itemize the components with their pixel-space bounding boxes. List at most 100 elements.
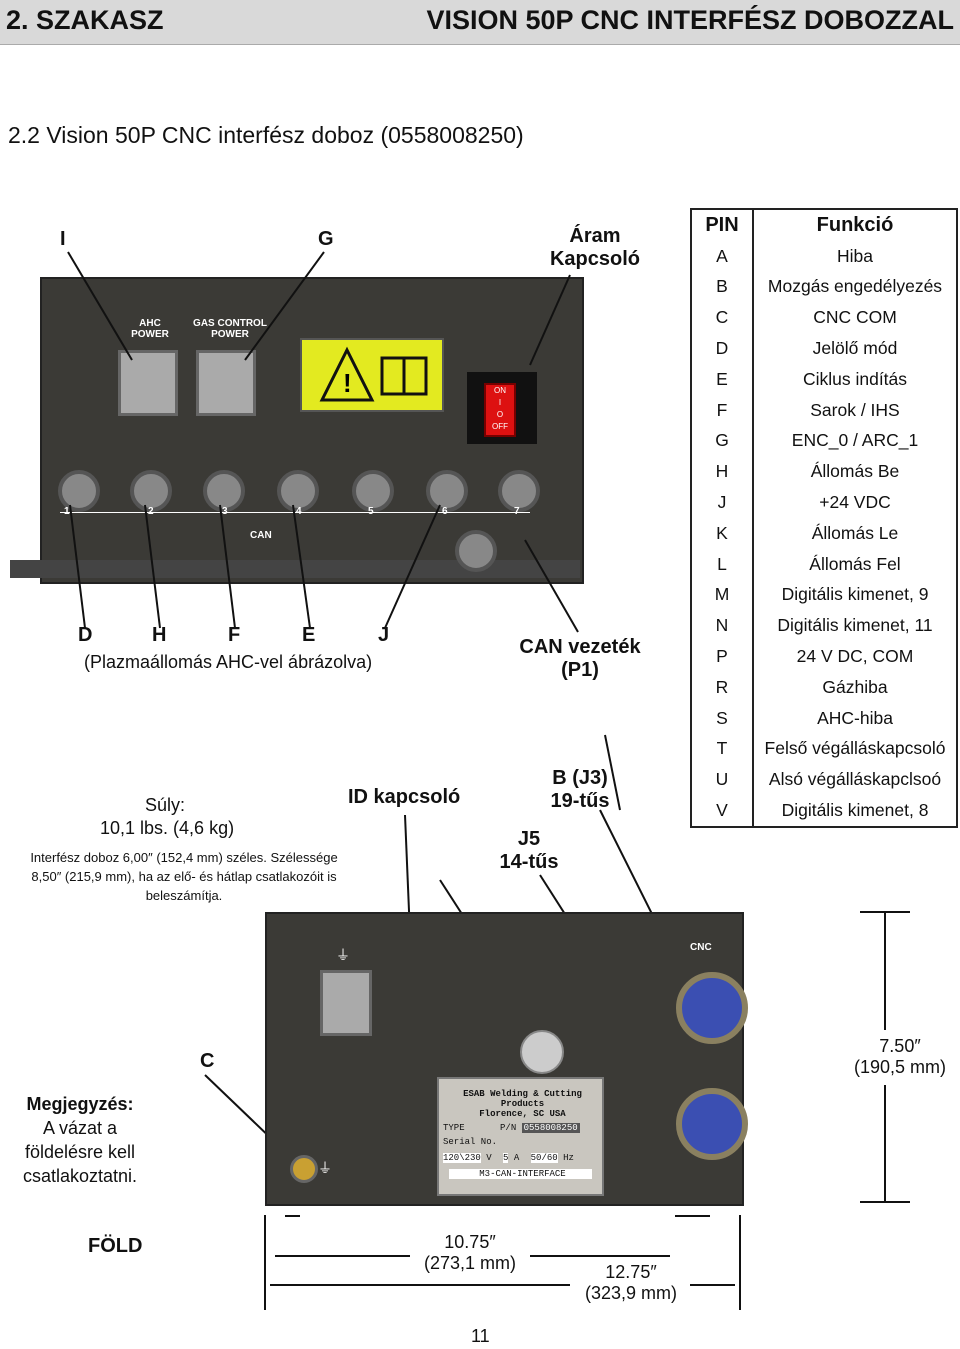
- gas-control-power-connector: [196, 350, 256, 416]
- function-cell: Sarok / IHS: [752, 394, 958, 426]
- pin-cell: S: [690, 702, 754, 734]
- label-d: D: [78, 624, 93, 646]
- plazma-caption: (Plazmaállomás AHC-vel ábrázolva): [84, 652, 373, 672]
- port-label: 6: [442, 506, 448, 517]
- nameplate-line2: Florence, SC USA: [479, 1109, 566, 1119]
- port-connector-can: [498, 470, 540, 512]
- can-label: CAN: [250, 530, 272, 541]
- port-connector: [426, 470, 468, 512]
- function-cell: Jelölő mód: [752, 333, 958, 364]
- pin-cell: M: [690, 579, 754, 611]
- function-cell: Felső végálláskapcsoló: [752, 733, 958, 765]
- cnc-connector-14pin: [676, 1088, 748, 1160]
- nameplate-pn-value: 0558008250: [521, 1123, 580, 1133]
- pin-cell: B: [690, 271, 754, 303]
- nameplate-type: TYPE: [443, 1123, 465, 1133]
- nameplate-a: A: [513, 1153, 520, 1163]
- pin-cell: L: [690, 548, 754, 580]
- nameplate-amps: 5: [503, 1153, 509, 1163]
- cnc-connector-19pin: [676, 972, 748, 1044]
- section-label: 2. SZAKASZ: [6, 5, 164, 35]
- label-id-kapcsolo: ID kapcsoló: [348, 786, 461, 808]
- port-label: 4: [296, 506, 302, 517]
- ground-note-line1: A vázat a: [42, 1118, 118, 1138]
- aram-line2: Kapcsoló: [549, 248, 641, 270]
- power-input-connector: [320, 970, 372, 1036]
- label-can-vezetek: CAN vezeték (P1): [519, 636, 641, 681]
- function-cell: Digitális kimenet, 9: [752, 579, 958, 611]
- function-cell: Mozgás engedélyezés: [752, 271, 958, 303]
- pin-cell: P: [690, 641, 754, 672]
- pin-cell: N: [690, 610, 754, 642]
- pin-cell: H: [690, 456, 754, 488]
- aram-line1: Áram: [569, 225, 621, 247]
- ground-stud: [290, 1155, 318, 1183]
- nameplate-model: M3-CAN-INTERFACE: [449, 1169, 592, 1179]
- pin-cell: A: [690, 240, 754, 272]
- function-cell: ENC_0 / ARC_1: [752, 425, 958, 457]
- pin-cell: K: [690, 517, 754, 549]
- label-h: H: [152, 624, 167, 646]
- table-row: J+24 VDC: [690, 487, 958, 518]
- ground-note-title: Megjegyzés:: [26, 1094, 134, 1114]
- port-label: 3: [222, 506, 228, 517]
- function-cell: Állomás Fel: [752, 548, 958, 580]
- label-c: C: [200, 1050, 215, 1072]
- nameplate-hz-unit: Hz: [563, 1153, 574, 1163]
- pin-cell: F: [690, 394, 754, 426]
- power-switch[interactable]: ON I O OFF: [484, 383, 516, 437]
- ahc-power-connector: [118, 350, 178, 416]
- page-title: VISION 50P CNC INTERFÉSZ DOBOZZAL: [426, 5, 954, 35]
- function-cell: Gázhiba: [752, 671, 958, 703]
- pin-cell: T: [690, 733, 754, 765]
- warning-sticker: !: [300, 338, 444, 412]
- subtitle: 2.2 Vision 50P CNC interfész doboz (0558…: [8, 122, 524, 148]
- pin-header: PIN: [690, 208, 754, 241]
- ground-note-line2: földelésre kell: [24, 1142, 136, 1162]
- ground-note: Megjegyzés: A vázat a földelésre kell cs…: [10, 1092, 150, 1188]
- label-aram-kapcsolo: Áram Kapcsoló: [540, 225, 650, 271]
- function-cell: Digitális kimenet, 8: [752, 795, 958, 828]
- label-j: J: [378, 624, 390, 646]
- port-connector: [58, 470, 100, 512]
- label-b-j3: B (J3) 19-tűs: [550, 767, 610, 812]
- port-label: 5: [368, 506, 374, 517]
- function-cell: Hiba: [752, 240, 958, 272]
- warning-manual-icon: !: [319, 346, 428, 402]
- pin-cell: J: [690, 487, 754, 518]
- port-label: 2: [148, 506, 154, 517]
- page-header: [0, 0, 960, 45]
- pin-cell: E: [690, 363, 754, 395]
- function-cell: Digitális kimenet, 11: [752, 610, 958, 642]
- dim-width: 10.75″(273,1 mm): [423, 1232, 517, 1273]
- label-j5: J5 14-tűs: [499, 828, 559, 873]
- dim-height: 7.50″(190,5 mm): [853, 1036, 947, 1077]
- pin-cell: G: [690, 425, 754, 457]
- cable-gland: [455, 530, 497, 572]
- id-switch: [520, 1030, 564, 1074]
- ground-symbol-icon: ⏚: [336, 947, 350, 963]
- pin-cell: V: [690, 795, 754, 828]
- function-cell: +24 VDC: [752, 487, 958, 518]
- label-g: G: [318, 228, 334, 250]
- weight-label: Súly:: [145, 795, 186, 815]
- function-cell: AHC-hiba: [752, 702, 958, 734]
- port-connector: [352, 470, 394, 512]
- func-header: Funkció: [752, 208, 958, 241]
- svg-text:!: !: [343, 368, 352, 398]
- nameplate-line1: ESAB Welding & Cutting Products: [463, 1089, 582, 1109]
